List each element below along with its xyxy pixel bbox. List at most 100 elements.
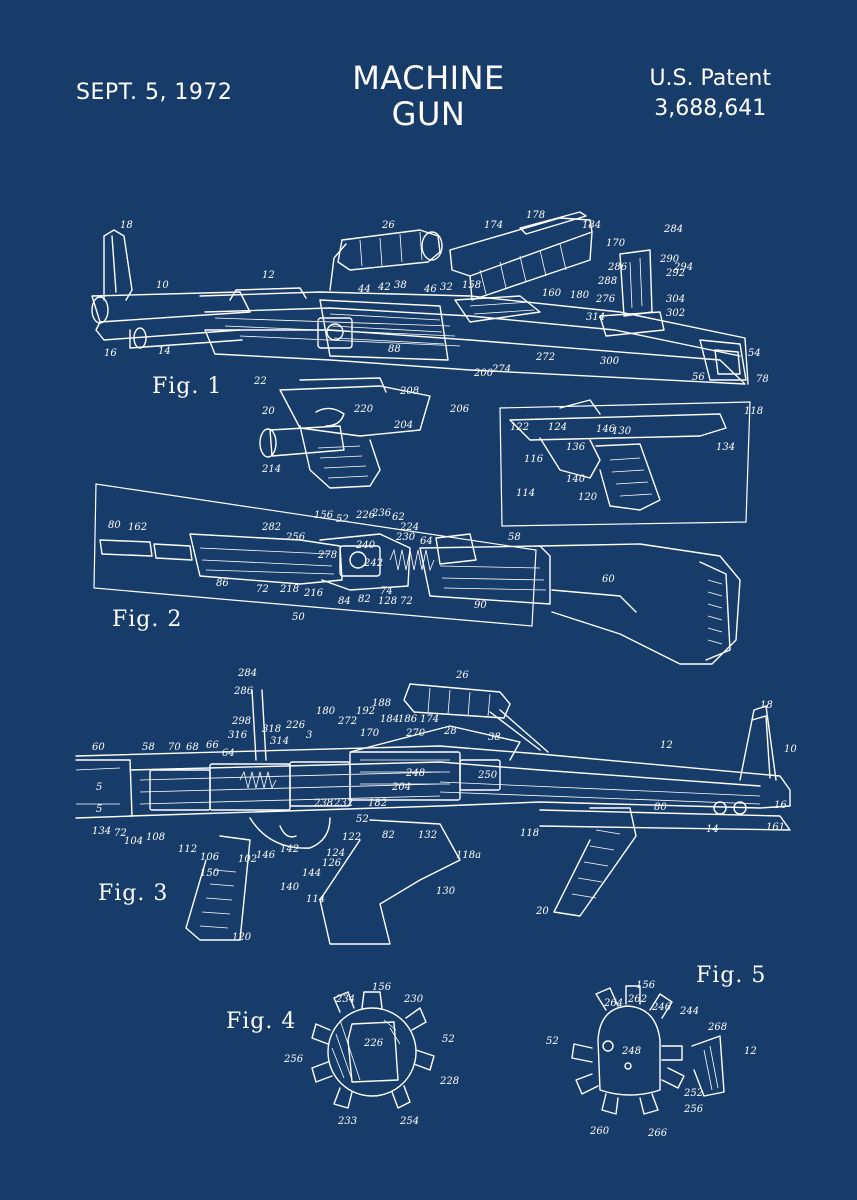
svg-text:248: 248 (405, 768, 425, 779)
svg-text:120: 120 (578, 492, 598, 503)
svg-text:120: 120 (232, 932, 252, 943)
svg-text:230: 230 (403, 994, 424, 1005)
svg-text:14: 14 (158, 346, 171, 357)
svg-text:66: 66 (206, 740, 219, 751)
svg-text:136: 136 (566, 442, 586, 453)
svg-text:62: 62 (392, 512, 405, 523)
svg-text:270: 270 (405, 728, 426, 739)
svg-text:282: 282 (261, 522, 281, 533)
svg-text:116: 116 (524, 454, 544, 465)
svg-text:90: 90 (474, 600, 487, 611)
svg-text:18: 18 (760, 700, 773, 711)
svg-text:186: 186 (398, 714, 418, 725)
svg-text:104: 104 (124, 836, 143, 847)
svg-text:276: 276 (595, 294, 616, 305)
svg-text:16: 16 (774, 800, 787, 811)
svg-text:38: 38 (394, 280, 407, 291)
svg-text:226: 226 (363, 1038, 384, 1049)
svg-text:58: 58 (508, 532, 521, 543)
svg-text:156: 156 (372, 982, 392, 993)
patent-value: 3,688,641 (654, 96, 767, 121)
svg-text:128: 128 (378, 596, 397, 607)
svg-text:274: 274 (491, 364, 511, 375)
svg-text:284: 284 (663, 224, 683, 235)
svg-text:192: 192 (356, 706, 375, 717)
svg-text:10: 10 (784, 744, 797, 755)
svg-text:72: 72 (256, 584, 269, 595)
svg-text:114: 114 (516, 488, 535, 499)
figure-4-drawing: 226 234 156 230 52 256 228 233 254 (283, 982, 459, 1127)
svg-text:218: 218 (279, 584, 299, 595)
svg-text:72: 72 (114, 828, 127, 839)
svg-text:238: 238 (313, 798, 333, 809)
svg-text:52: 52 (356, 814, 369, 825)
svg-text:178: 178 (526, 210, 545, 221)
figure-1-label: Fig. 1 (152, 374, 222, 399)
svg-text:80: 80 (108, 520, 121, 531)
svg-text:232: 232 (333, 798, 353, 809)
svg-text:114: 114 (306, 894, 325, 905)
svg-text:252: 252 (683, 1088, 703, 1099)
svg-text:248: 248 (621, 1046, 641, 1057)
svg-text:80: 80 (654, 802, 667, 813)
svg-text:318: 318 (262, 724, 281, 735)
svg-text:292: 292 (665, 268, 685, 279)
svg-text:50: 50 (292, 612, 305, 623)
poster-title: MACHINE GUN (0, 60, 857, 132)
svg-text:74: 74 (380, 586, 393, 597)
svg-text:226: 226 (355, 510, 376, 521)
svg-text:108: 108 (146, 832, 165, 843)
svg-text:126: 126 (322, 858, 342, 869)
svg-text:156: 156 (314, 510, 334, 521)
svg-text:22: 22 (253, 376, 267, 387)
svg-text:130: 130 (436, 886, 456, 897)
svg-text:262: 262 (627, 994, 647, 1005)
svg-text:64: 64 (222, 748, 235, 759)
figure-3-drawing: 284 286 26 18 10 60 58 70 68 66 64 298 3… (75, 668, 797, 945)
svg-text:214: 214 (261, 464, 281, 475)
svg-text:300: 300 (600, 356, 620, 367)
svg-text:46: 46 (423, 284, 437, 295)
title-line-2: GUN (391, 95, 466, 133)
svg-text:52: 52 (546, 1036, 559, 1047)
svg-text:112: 112 (178, 844, 197, 855)
svg-text:82: 82 (382, 830, 395, 841)
svg-text:278: 278 (317, 550, 337, 561)
figure-2-label: Fig. 2 (112, 607, 182, 632)
svg-text:161: 161 (766, 822, 785, 833)
svg-text:72: 72 (400, 596, 413, 607)
svg-text:184: 184 (582, 220, 601, 231)
svg-text:240: 240 (355, 540, 376, 551)
svg-text:54: 54 (748, 348, 761, 359)
figure-4-label: Fig. 4 (226, 1009, 296, 1034)
svg-text:134: 134 (92, 826, 111, 837)
svg-text:134: 134 (716, 442, 735, 453)
svg-text:142: 142 (280, 844, 299, 855)
svg-text:88: 88 (388, 344, 401, 355)
svg-text:256: 256 (285, 532, 306, 543)
svg-text:230: 230 (395, 532, 416, 543)
svg-text:82: 82 (358, 594, 371, 605)
svg-text:286: 286 (233, 686, 254, 697)
svg-text:32: 32 (440, 282, 453, 293)
svg-text:26: 26 (455, 670, 469, 681)
svg-text:182: 182 (368, 798, 387, 809)
svg-text:180: 180 (316, 706, 336, 717)
svg-text:86: 86 (216, 578, 229, 589)
svg-text:314: 314 (586, 312, 605, 323)
svg-text:122: 122 (342, 832, 361, 843)
svg-text:102: 102 (238, 854, 257, 865)
svg-text:60: 60 (92, 742, 105, 753)
svg-text:42: 42 (377, 282, 391, 293)
svg-text:124: 124 (548, 422, 567, 433)
svg-text:160: 160 (542, 288, 562, 299)
svg-text:272: 272 (535, 352, 555, 363)
svg-text:16: 16 (104, 348, 117, 359)
svg-text:302: 302 (666, 308, 685, 319)
svg-text:44: 44 (357, 284, 371, 295)
svg-text:12: 12 (660, 740, 673, 751)
svg-text:170: 170 (360, 728, 380, 739)
svg-text:314: 314 (270, 736, 289, 747)
svg-text:228: 228 (439, 1076, 459, 1087)
